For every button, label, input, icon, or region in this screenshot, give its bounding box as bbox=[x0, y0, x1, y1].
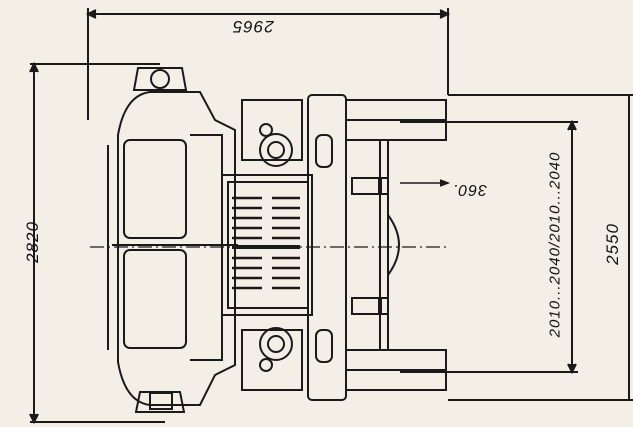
front-wheel-top bbox=[345, 99, 447, 141]
radiator-grille bbox=[232, 196, 300, 290]
dimension-label-track: 2010...2040/2010...2040 bbox=[546, 151, 564, 338]
mirror-top bbox=[132, 67, 188, 91]
dimension-label-axle: 2550 bbox=[602, 223, 622, 265]
dimension-label-length: 2965 bbox=[232, 17, 274, 36]
mirror-bottom bbox=[134, 391, 186, 413]
dimension-line-length bbox=[85, 8, 451, 120]
cab-outline bbox=[107, 91, 238, 406]
dimension-line-axle bbox=[448, 94, 633, 401]
front-axle bbox=[351, 140, 400, 350]
dimension-line-width bbox=[29, 61, 165, 425]
dimension-label-steering-angle: 360. bbox=[452, 181, 488, 198]
dimension-line-track bbox=[400, 119, 578, 375]
front-wheel-bottom bbox=[345, 349, 447, 391]
dimension-label-width: 2820 bbox=[22, 221, 42, 263]
steering-angle-marker bbox=[400, 179, 451, 187]
